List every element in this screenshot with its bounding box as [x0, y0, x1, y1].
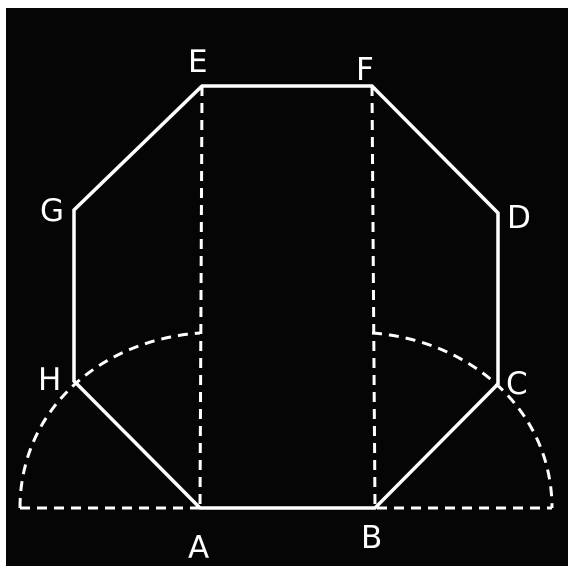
label-c: C [506, 366, 528, 402]
label-d: D [507, 200, 531, 236]
label-a: A [188, 530, 209, 566]
dashed-arc-right [371, 331, 554, 509]
label-h: H [38, 362, 61, 398]
label-f: F [356, 52, 374, 88]
dashed-vertical-e-a [198, 85, 204, 509]
label-g: G [40, 193, 64, 229]
dashed-vertical-f-b [370, 85, 377, 509]
black-panel [6, 8, 568, 566]
label-b: B [361, 520, 382, 556]
octagon [72, 84, 500, 510]
label-e: E [188, 44, 208, 80]
dashed-arc-left [18, 331, 201, 509]
